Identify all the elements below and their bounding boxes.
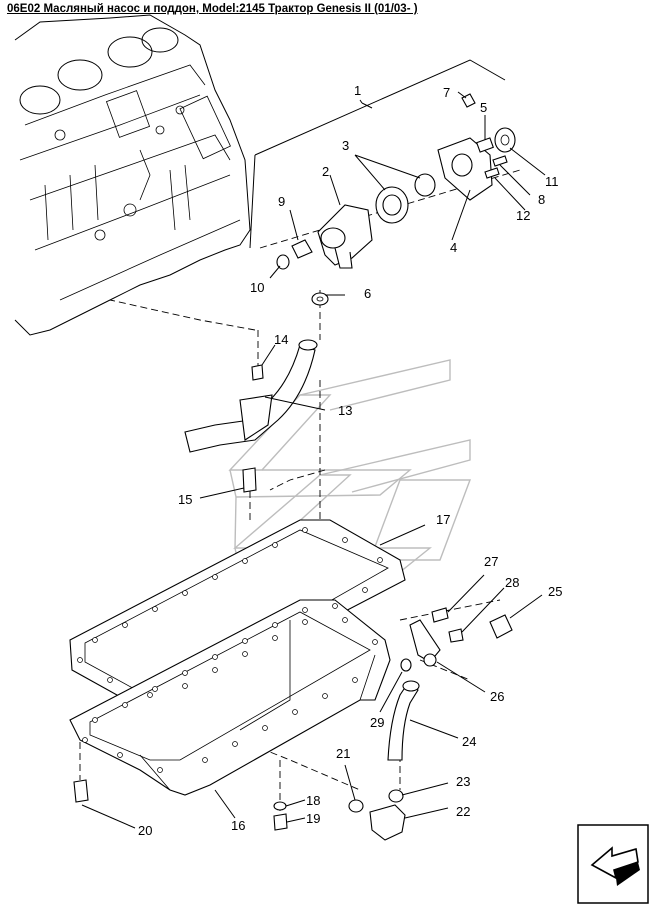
dipstick-group bbox=[348, 607, 513, 841]
callout-25: 25 bbox=[548, 584, 562, 599]
callout-15: 15 bbox=[178, 492, 192, 507]
oil-pump-group bbox=[276, 93, 516, 306]
callout-17: 17 bbox=[436, 512, 450, 527]
callout-8: 8 bbox=[538, 192, 545, 207]
relief-valve-part bbox=[291, 239, 313, 259]
callout-24: 24 bbox=[462, 734, 476, 749]
bolt-27-part bbox=[431, 607, 449, 623]
callout-13: 13 bbox=[338, 403, 352, 418]
callout-3: 3 bbox=[342, 138, 349, 153]
callout-12: 12 bbox=[516, 208, 530, 223]
callout-6: 6 bbox=[364, 286, 371, 301]
stud-14-part bbox=[251, 364, 264, 381]
o-ring-part bbox=[276, 254, 290, 270]
callout-9: 9 bbox=[278, 194, 285, 209]
nut-29-part bbox=[400, 658, 412, 672]
callout-27: 27 bbox=[484, 554, 498, 569]
callout-23: 23 bbox=[456, 774, 470, 789]
callout-21: 21 bbox=[336, 746, 350, 761]
rotor-inner-part bbox=[414, 173, 436, 197]
shaft-part bbox=[476, 137, 494, 153]
callout-26: 26 bbox=[490, 689, 504, 704]
callout-28: 28 bbox=[505, 575, 519, 590]
bolt-20-part bbox=[73, 779, 89, 803]
gasket-part bbox=[69, 519, 406, 706]
callout-10: 10 bbox=[250, 280, 264, 295]
washer-23-part bbox=[388, 789, 404, 803]
callout-22: 22 bbox=[456, 804, 470, 819]
callout-11: 11 bbox=[545, 174, 559, 189]
dipstick-cap-part bbox=[489, 614, 513, 639]
elbow-22-part bbox=[369, 804, 406, 841]
callout-29: 29 bbox=[370, 715, 384, 730]
page-title: 06E02 Масляный насос и поддон, Model:214… bbox=[7, 3, 418, 15]
callout-4: 4 bbox=[450, 240, 457, 255]
pan-holes bbox=[82, 607, 378, 773]
washer-18-part bbox=[273, 801, 287, 811]
callout-7: 7 bbox=[443, 85, 450, 100]
leader-lines bbox=[81, 91, 546, 829]
bolt-28-part bbox=[448, 628, 464, 643]
callout-16: 16 bbox=[231, 818, 245, 833]
engine-block bbox=[14, 14, 251, 336]
callout-20: 20 bbox=[138, 823, 152, 838]
back-navigation-button[interactable] bbox=[577, 824, 649, 904]
bracket-26-part bbox=[409, 619, 441, 663]
gasket-holes bbox=[77, 527, 383, 698]
callout-2: 2 bbox=[322, 164, 329, 179]
o-ring-21-part bbox=[348, 799, 364, 813]
bolt-15-part bbox=[242, 467, 257, 493]
callout-labels: 1 2 3 4 5 6 7 8 9 10 11 12 13 14 15 16 1… bbox=[138, 83, 562, 838]
callout-5: 5 bbox=[480, 100, 487, 115]
callout-18: 18 bbox=[306, 793, 320, 808]
arrow-back-icon bbox=[590, 846, 640, 886]
bolt-8-part bbox=[492, 155, 508, 167]
callout-1: 1 bbox=[354, 83, 361, 98]
callout-1-bracket bbox=[249, 59, 506, 249]
drive-gear-part bbox=[494, 127, 516, 153]
callout-14: 14 bbox=[274, 332, 288, 347]
oil-pan-group bbox=[69, 519, 406, 831]
drain-plug-19-part bbox=[273, 813, 288, 831]
washer-6-part bbox=[311, 292, 329, 306]
bolt-12-part bbox=[484, 167, 500, 179]
callout-19: 19 bbox=[306, 811, 320, 826]
suction-pipe-part bbox=[184, 344, 316, 453]
suction-pipe-group bbox=[184, 339, 318, 493]
